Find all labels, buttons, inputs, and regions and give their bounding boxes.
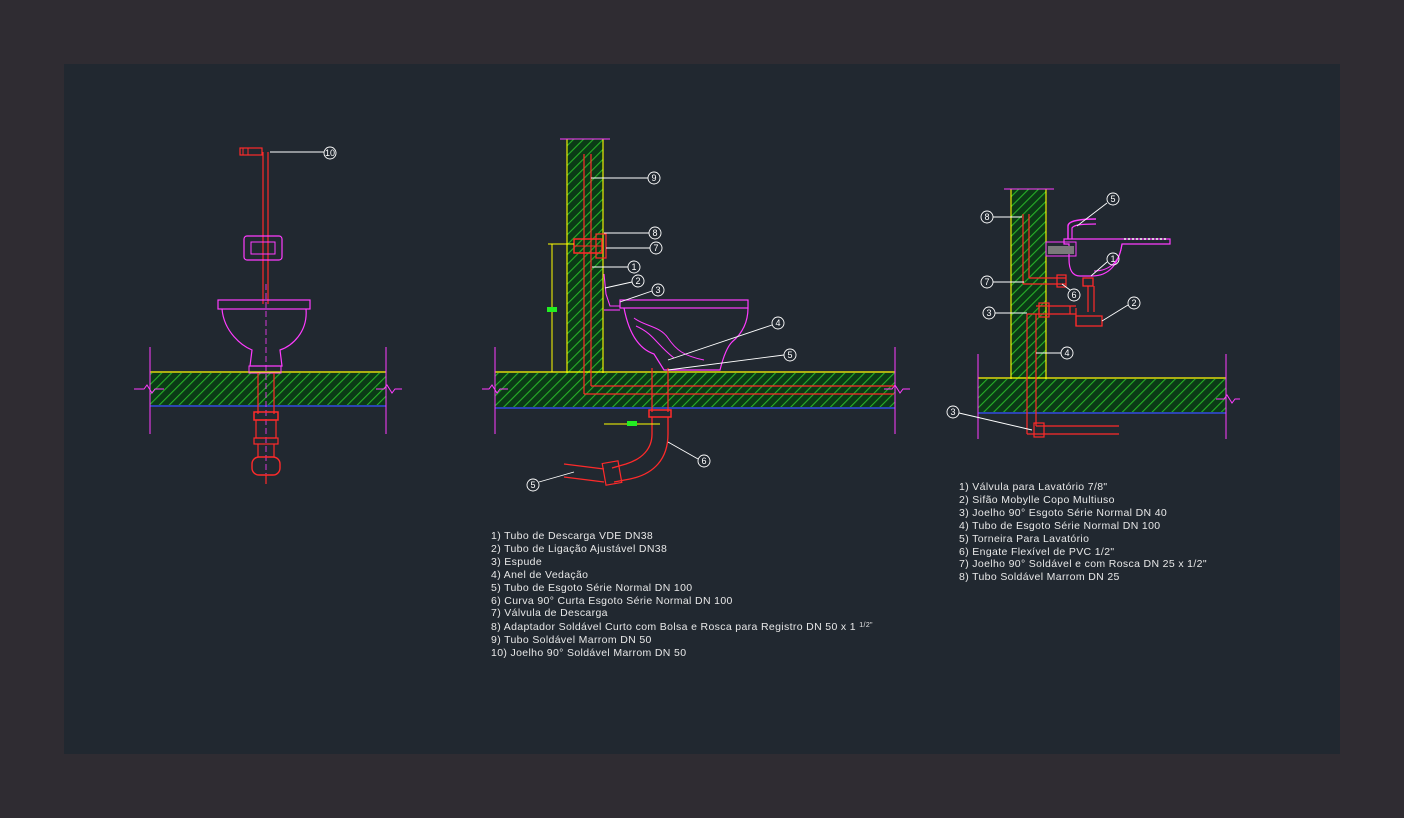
legend-item: 3) Joelho 90° Esgoto Série Normal DN 40	[959, 506, 1168, 519]
callout-label: 8	[984, 212, 989, 222]
callout-label: 4	[1064, 348, 1069, 358]
legend-item: 3) Espude	[491, 555, 543, 568]
callout-label: 3	[986, 308, 991, 318]
legend-fraction: 1/2"	[859, 622, 873, 630]
callouts-sink: 8 5 1 7 6 3 2	[946, 192, 1141, 431]
siphon	[1075, 315, 1103, 327]
toilet-seat-side	[619, 299, 749, 309]
drawing-canvas: 10	[64, 64, 1340, 754]
callout-label: 5	[530, 480, 535, 490]
legend-item: 5) Tubo de Esgoto Série Normal DN 100	[491, 581, 693, 594]
toilet-parts-legend: 1) Tubo de Descarga VDE DN38 2) Tubo de …	[491, 530, 873, 660]
legend-item: 7) Joelho 90° Soldável e com Rosca DN 25…	[959, 558, 1207, 571]
floor-slab-side	[495, 373, 895, 407]
legend-item: 2) Tubo de Ligação Ajustável DN38	[491, 542, 668, 555]
callout-label: 2	[1131, 298, 1136, 308]
floor-slab-front	[150, 373, 386, 405]
sink-side-view: 8 5 1 7 6 3 2	[946, 188, 1240, 439]
sink-valve	[1082, 277, 1094, 287]
callout-label: 7	[653, 243, 658, 253]
callout-label: 10	[325, 148, 335, 158]
callout-label: 6	[1071, 290, 1076, 300]
floor-slab-sink	[978, 379, 1226, 412]
callouts-side: 9 8 7 1 2 3 4	[526, 171, 797, 492]
elbow-fitting	[239, 147, 263, 156]
legend-item: 6) Curva 90° Curta Esgoto Série Normal D…	[491, 594, 733, 607]
legend-item: 6) Engate Flexível de PVC 1/2"	[959, 545, 1115, 558]
sink-parts-legend: 1) Válvula para Lavatório 7/8" 2) Sifão …	[959, 481, 1207, 584]
legend-item: 1) Válvula para Lavatório 7/8"	[959, 481, 1108, 493]
legend-item: 7) Válvula de Descarga	[491, 607, 608, 620]
toilet-side-view: 9 8 7 1 2 3 4	[482, 138, 910, 492]
legend-item: 4) Tubo de Esgoto Série Normal DN 100	[959, 519, 1161, 532]
sink-cabinet	[1045, 241, 1077, 257]
legend-item: 8) Tubo Soldável Marrom DN 25	[959, 571, 1120, 584]
legend-item: 1) Tubo de Descarga VDE DN38	[491, 530, 654, 542]
toilet-bowl-side	[623, 307, 749, 371]
toilet-seat	[217, 299, 311, 310]
cad-drawing: 10	[134, 138, 1240, 492]
callout-label: 8	[652, 228, 657, 238]
callout-10	[323, 146, 337, 160]
legend-item: 4) Anel de Vedação	[491, 568, 589, 581]
legend-item-8: 8) Adaptador Soldável Curto com Bolsa e …	[491, 620, 873, 634]
callout-label: 2	[635, 276, 640, 286]
callout-label: 3	[950, 407, 955, 417]
toilet-front-view: 10	[134, 146, 402, 484]
flush-valve	[243, 235, 283, 261]
legend-item: 10) Joelho 90° Soldável Marrom DN 50	[491, 647, 687, 660]
callout-label: 1	[631, 262, 636, 272]
drain-curve-side	[611, 417, 653, 469]
callout-label: 9	[651, 173, 656, 183]
callout-label: 5	[787, 350, 792, 360]
faucet	[1067, 218, 1097, 239]
callout-label: 4	[775, 318, 780, 328]
legend-item: 2) Sifão Mobylle Copo Multiuso	[959, 493, 1115, 506]
wall-side	[567, 139, 603, 373]
toilet-bowl-front	[221, 308, 307, 367]
callout-label: 5	[1110, 194, 1115, 204]
callout-label: 1	[1110, 254, 1115, 264]
legend-item: 9) Tubo Soldável Marrom DN 50	[491, 634, 652, 647]
legend-item-text: 8) Adaptador Soldável Curto com Bolsa e …	[491, 621, 856, 634]
callout-label: 7	[984, 277, 989, 287]
sink-basin	[1063, 238, 1171, 277]
callout-label: 3	[655, 285, 660, 295]
callout-label: 6	[701, 456, 706, 466]
legend-item: 5) Torneira Para Lavatório	[959, 532, 1090, 545]
